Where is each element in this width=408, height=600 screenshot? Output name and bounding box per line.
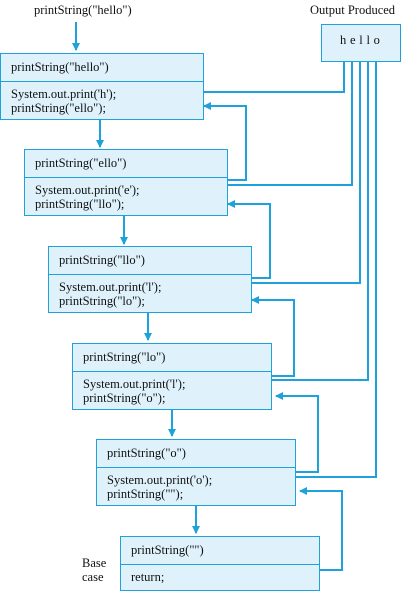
call-frame-o: printString("o") System.out.print('o'); … — [96, 439, 296, 506]
return-arrow-0 — [203, 102, 247, 181]
frame-header-text: printString("hello") — [11, 60, 109, 74]
frame-body: System.out.print('l'); printString("o"); — [83, 377, 185, 405]
frame-line-recurse: printString("llo"); — [35, 197, 125, 211]
frame-line-print: System.out.print('l'); — [83, 377, 186, 391]
return-arrow-4 — [299, 487, 343, 571]
frame-body: System.out.print('h'); printString("ello… — [11, 87, 116, 115]
call-frame-llo: printString("llo") System.out.print('l')… — [48, 246, 252, 313]
output-line-l1 — [206, 62, 361, 284]
call-frame-header: printString("llo") — [49, 247, 251, 275]
output-box: h e l l o — [321, 24, 401, 62]
call-frame-header: printString("ello") — [25, 150, 227, 178]
frame-header-text: printString("o") — [107, 446, 186, 460]
frame-line-recurse: printString("o"); — [83, 391, 166, 405]
frame-line-recurse: printString("ello"); — [11, 101, 106, 115]
frame-body: return; — [131, 570, 164, 584]
output-line-e — [182, 62, 353, 186]
output-line-o — [254, 62, 377, 478]
return-arrow-2 — [251, 296, 295, 377]
frame-body: System.out.print('o'); printString(""); — [107, 473, 212, 501]
frame-header-text: printString("lo") — [83, 350, 166, 364]
frame-header-text: printString("") — [131, 543, 204, 557]
frame-header-text: printString("ello") — [35, 156, 127, 170]
call-frame-header: printString("hello") — [1, 54, 203, 82]
frame-line-print: System.out.print('l'); — [59, 280, 162, 294]
base-case-label: Base case — [82, 556, 107, 584]
frame-body: System.out.print('e'); printString("llo"… — [35, 183, 140, 211]
frame-line-print: System.out.print('o'); — [107, 473, 213, 487]
frame-line-print: System.out.print('h'); — [11, 87, 117, 101]
return-arrow-3 — [275, 392, 319, 473]
output-line-l2 — [230, 62, 369, 381]
output-text: h e l l o — [340, 33, 381, 47]
frame-line-return: return; — [131, 570, 165, 584]
call-frame-hello: printString("hello") System.out.print('h… — [0, 53, 204, 120]
frame-body: System.out.print('l'); printString("lo")… — [59, 280, 161, 308]
call-frame-empty: printString("") return; — [120, 536, 320, 591]
initial-call-label: printString("hello") — [34, 3, 132, 17]
frame-header-text: printString("llo") — [59, 253, 145, 267]
call-frame-header: printString("lo") — [73, 344, 271, 372]
call-frame-header: printString("") — [121, 537, 319, 565]
call-frame-ello: printString("ello") System.out.print('e'… — [24, 149, 228, 216]
output-line-h — [158, 62, 345, 93]
output-title: Output Produced — [310, 3, 396, 17]
call-frame-lo: printString("lo") System.out.print('l');… — [72, 343, 272, 410]
frame-line-recurse: printString(""); — [107, 487, 184, 501]
return-arrow-1 — [227, 200, 271, 279]
frame-line-print: System.out.print('e'); — [35, 183, 140, 197]
call-frame-header: printString("o") — [97, 440, 295, 468]
frame-line-recurse: printString("lo"); — [59, 294, 145, 308]
